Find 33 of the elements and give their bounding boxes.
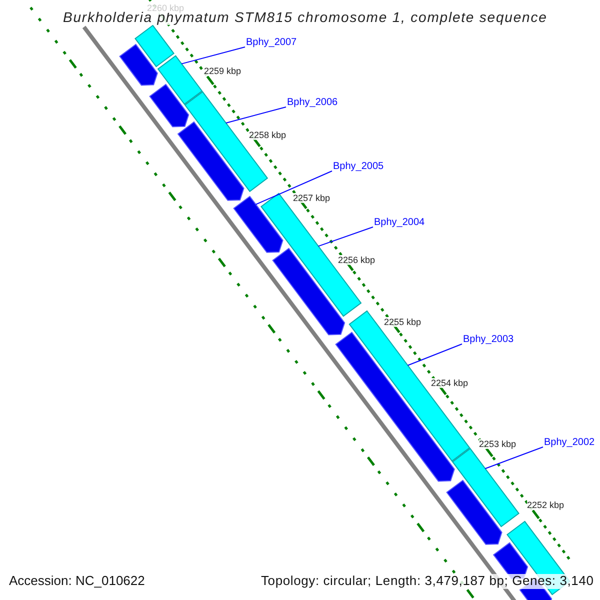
leader-line [484, 446, 544, 470]
gene-segment [149, 84, 190, 128]
leader-line [407, 344, 462, 366]
gene-segment [134, 24, 174, 68]
gene-segment [119, 44, 158, 86]
gene-segment [446, 480, 502, 545]
gene-label: Bphy_2004 [374, 217, 425, 228]
gene-segment [335, 332, 455, 482]
gene-segment [260, 192, 362, 317]
gene-segment [184, 91, 268, 192]
gene-segment [157, 55, 203, 105]
position-label: 2256 kbp [338, 255, 376, 266]
leader-line [181, 46, 246, 64]
position-label: 2257 kbp [293, 193, 330, 204]
position-label: 2254 kbp [431, 378, 468, 388]
leader-line [318, 226, 374, 247]
summary-text: Topology: circular; Length: 3,479,187 bp; Genes: 3,140 [261, 574, 594, 589]
gene-label: Bphy_2002 [544, 437, 595, 448]
gene-segment [233, 196, 284, 253]
leader-line [226, 106, 286, 124]
position-label: 2255 kbp [384, 317, 422, 328]
gene-segment [452, 448, 520, 528]
position-label: 2258 kbp [249, 130, 286, 140]
leader-line [255, 170, 332, 205]
gene-label: Bphy_2005 [333, 161, 384, 172]
gene-label: Bphy_2007 [246, 37, 297, 48]
position-label: 2252 kbp [527, 500, 564, 510]
accession-text: Accession: NC_010622 [9, 574, 145, 589]
position-label: 2253 kbp [479, 439, 516, 450]
position-label: 2259 kbp [204, 66, 242, 76]
gene-label: Bphy_2006 [287, 97, 338, 108]
gene-label: Bphy_2003 [463, 334, 514, 346]
gene-segment [177, 121, 244, 201]
